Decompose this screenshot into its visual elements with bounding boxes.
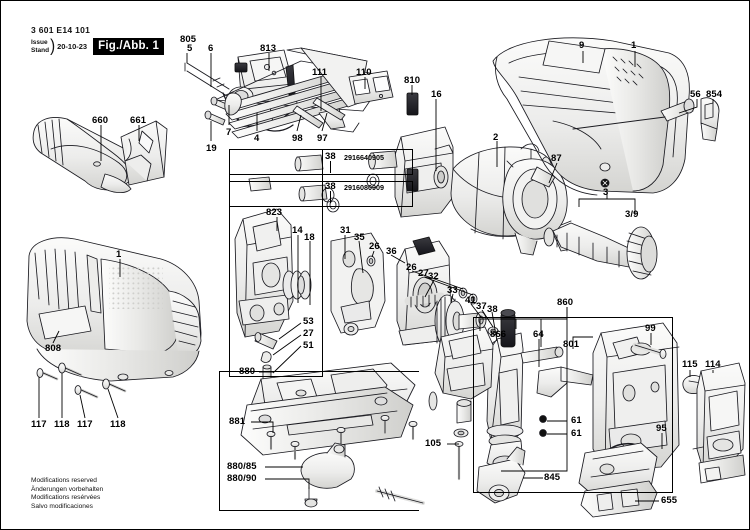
callout-99: 99: [645, 323, 656, 334]
diagram-header: 3 601 E14 101 Issue Stand ) 20-10-23 Fig…: [31, 25, 165, 57]
callout-823: 823: [266, 207, 283, 218]
callout-3: 3: [603, 187, 609, 198]
callout-7: 7: [226, 127, 232, 138]
callout-860: 860: [557, 297, 574, 308]
disclaimer-footer: Modifications reserved Änderungen vorbeh…: [31, 477, 103, 511]
callout-880-90: 880/90: [227, 473, 257, 484]
partnum-value-2916080909: 2916080909: [344, 183, 384, 192]
callout-808: 808: [45, 343, 62, 354]
callout-854: 854: [706, 89, 723, 100]
callout-880: 880: [239, 366, 256, 377]
callout-4: 4: [254, 133, 260, 144]
callout-5: 5: [187, 43, 193, 54]
callout-114: 114: [705, 359, 721, 370]
callout-14: 14: [292, 225, 303, 236]
callout-18: 18: [304, 232, 315, 243]
callout-37: 37: [476, 301, 487, 312]
callout-1-right: 1: [631, 40, 637, 51]
callout-97: 97: [317, 133, 328, 144]
machine-code: 3 601 E14 101: [31, 25, 91, 35]
callout-6: 6: [208, 43, 214, 54]
callout-813: 813: [260, 43, 277, 54]
callout-105: 105: [425, 438, 442, 449]
callout-51: 51: [303, 340, 314, 351]
callout-26-a: 26: [369, 241, 380, 252]
leader-partnum-b: [330, 191, 331, 203]
callout-53: 53: [303, 316, 314, 327]
disclaimer-en: Modifications reserved: [31, 477, 97, 485]
callout-33: 33: [447, 285, 458, 296]
callout-118-a: 118: [54, 419, 70, 430]
callout-41: 41: [465, 295, 476, 306]
callout-31: 31: [340, 225, 351, 236]
disclaimer-fr: Modifications resérvées: [31, 494, 101, 502]
callout-2: 2: [493, 132, 499, 143]
issue-date: 20-10-23: [57, 42, 88, 51]
callout-118-b: 118: [110, 419, 126, 430]
callout-881: 881: [229, 416, 246, 427]
callout-36: 36: [386, 246, 397, 257]
callout-115: 115: [682, 359, 698, 370]
callout-38-a: 38: [487, 304, 498, 315]
callout-27-a: 27: [418, 268, 429, 279]
partnum-ref-38-b: 38: [325, 181, 336, 192]
group-box-860: [473, 317, 673, 493]
callout-880-85: 880/85: [227, 461, 257, 472]
callout-117-b: 117: [77, 419, 93, 430]
callout-98: 98: [292, 133, 303, 144]
callout-35: 35: [354, 232, 365, 243]
group-box-823: [229, 149, 323, 377]
callout-26-b: 26: [406, 262, 417, 273]
callout-32: 32: [428, 271, 439, 282]
brace-glyph: ): [50, 36, 56, 57]
callout-110: 110: [356, 67, 372, 78]
callout-95: 95: [656, 423, 667, 434]
figure-badge: Fig./Abb. 1: [93, 38, 165, 55]
callout-61-b: 61: [571, 428, 582, 439]
callout-9: 9: [579, 40, 585, 51]
disclaimer-es: Salvo modificaciones: [31, 502, 93, 510]
callout-655: 655: [661, 495, 678, 506]
leader-partnum-a: [330, 161, 331, 173]
callout-801: 801: [563, 339, 580, 350]
callout-87: 87: [551, 153, 562, 164]
partnum-ref-38-a: 38: [325, 151, 336, 162]
callout-64: 64: [533, 329, 544, 340]
callout-3-9: 3/9: [625, 209, 639, 220]
callout-111: 111: [312, 67, 328, 78]
disclaimer-de: Änderungen vorbehalten: [31, 485, 104, 493]
callout-19: 19: [206, 143, 217, 154]
callout-845: 845: [544, 472, 561, 483]
callout-660: 660: [92, 115, 109, 126]
issue-stand-label: Issue Stand: [31, 39, 50, 54]
callout-56: 56: [690, 89, 701, 100]
callout-810: 810: [404, 75, 421, 86]
group-box-880: [219, 371, 419, 511]
callout-661: 661: [130, 115, 147, 126]
partnum-value-2916640905: 2916640905: [344, 153, 384, 162]
callout-61-a: 61: [571, 415, 582, 426]
callout-16: 16: [431, 89, 442, 100]
callout-866: 866: [490, 329, 507, 340]
callout-117-a: 117: [31, 419, 47, 430]
callout-27-b: 27: [303, 328, 314, 339]
callout-1-left: 1: [116, 249, 122, 260]
callout-805: 805: [180, 34, 197, 45]
